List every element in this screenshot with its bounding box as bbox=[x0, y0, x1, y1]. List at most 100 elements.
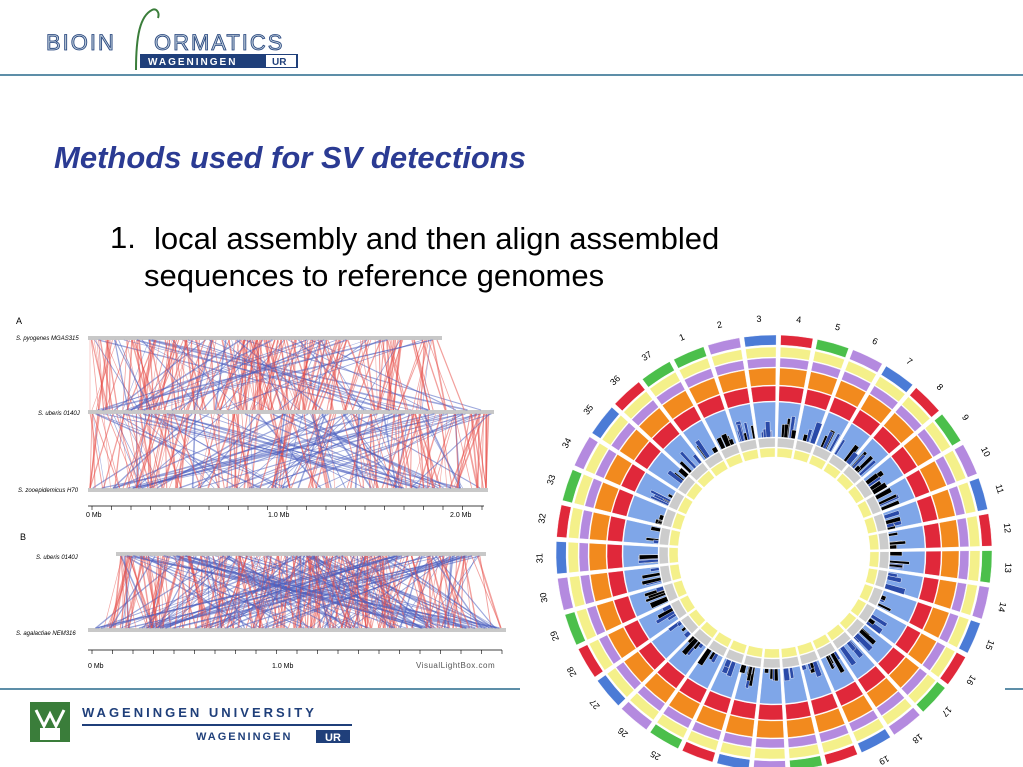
track-bar bbox=[641, 572, 661, 580]
track-gray bbox=[832, 631, 852, 650]
alignment-line bbox=[481, 413, 485, 489]
track-yellow-inner bbox=[796, 641, 815, 656]
track-orange bbox=[644, 672, 676, 704]
track-yellow-outer bbox=[623, 391, 653, 420]
inverted-alignment-line bbox=[216, 339, 423, 411]
track-bar bbox=[694, 439, 711, 459]
track-yellow-inner bbox=[677, 496, 694, 515]
alignment-line bbox=[420, 339, 425, 411]
alignment-line bbox=[369, 555, 391, 629]
track-yellow-outer bbox=[821, 733, 854, 754]
inverted-alignment-line bbox=[447, 555, 452, 629]
inverted-alignment-line bbox=[159, 555, 396, 629]
genome-a1-label: S. pyogenes MGAS315 bbox=[16, 336, 79, 342]
track-yellow-outer bbox=[585, 442, 609, 475]
alignment-line bbox=[135, 413, 161, 489]
figure-watermark: VisualLightBox.com bbox=[416, 661, 495, 670]
track-purple bbox=[810, 361, 842, 379]
inverted-alignment-line bbox=[108, 555, 225, 629]
track-bar bbox=[883, 510, 901, 520]
axis-a-tick-2: 2.0 Mb bbox=[450, 512, 472, 519]
track-yellow-inner bbox=[859, 583, 874, 602]
track-bar bbox=[710, 652, 719, 664]
inverted-alignment-line bbox=[100, 555, 398, 629]
chromosome-ideogram bbox=[597, 674, 626, 706]
track-yellow-outer bbox=[649, 371, 681, 397]
inverted-alignment-line bbox=[251, 413, 492, 489]
track-bar bbox=[858, 459, 877, 477]
track-bar bbox=[783, 423, 789, 438]
alignment-line bbox=[349, 413, 364, 489]
track-orange bbox=[725, 714, 755, 738]
track-gray bbox=[757, 437, 776, 449]
inverted-alignment-line bbox=[272, 413, 428, 489]
alignment-line bbox=[311, 339, 333, 411]
inverted-alignment-line bbox=[102, 413, 452, 489]
track-yellow-outer bbox=[568, 507, 584, 539]
track-yellow-outer bbox=[719, 741, 752, 758]
track-orange bbox=[866, 677, 899, 708]
track-gray bbox=[743, 655, 762, 668]
alignment-line bbox=[161, 413, 187, 489]
chromosome-ideogram bbox=[574, 436, 599, 470]
alignment-line bbox=[120, 555, 137, 629]
chromosome-label: 28 bbox=[565, 665, 579, 679]
track-bar bbox=[889, 540, 906, 546]
alignment-line bbox=[122, 413, 151, 489]
track-bar bbox=[697, 647, 712, 667]
alignment-line bbox=[174, 555, 184, 629]
inverted-alignment-line bbox=[378, 555, 498, 629]
track-purple bbox=[787, 734, 818, 748]
track-bar bbox=[889, 551, 903, 557]
track-red bbox=[606, 543, 623, 570]
track-bar bbox=[638, 554, 659, 560]
alignment-line bbox=[413, 339, 434, 411]
alignment-line bbox=[151, 413, 167, 489]
alignment-line bbox=[239, 555, 253, 629]
track-red bbox=[908, 601, 933, 630]
alignment-line bbox=[220, 339, 237, 411]
alignment-line bbox=[428, 555, 451, 629]
inverted-alignment-line bbox=[166, 413, 461, 489]
inverted-alignment-line bbox=[431, 555, 483, 629]
track-bar bbox=[774, 668, 779, 682]
alignment-line bbox=[307, 339, 328, 411]
track-purple bbox=[922, 641, 946, 671]
chromosome-ideogram bbox=[743, 334, 777, 348]
inverted-alignment-line bbox=[92, 413, 106, 489]
track-orange bbox=[596, 600, 622, 632]
alignment-line bbox=[426, 413, 430, 489]
track-gray bbox=[846, 618, 865, 638]
track-orange bbox=[786, 716, 816, 738]
logo-subtext-badge: UR bbox=[272, 57, 287, 68]
inverted-alignment-line bbox=[121, 555, 133, 629]
track-purple bbox=[637, 685, 666, 712]
alignment-line bbox=[471, 555, 502, 629]
track-orange bbox=[922, 606, 950, 639]
track-purple bbox=[938, 612, 959, 643]
chromosome-label: 25 bbox=[649, 749, 663, 763]
track-gray bbox=[659, 565, 672, 584]
inverted-alignment-line bbox=[381, 555, 490, 629]
circos-plot: 1234567891011121314151617181920212223242… bbox=[534, 314, 1013, 767]
track-gray bbox=[693, 628, 713, 647]
track-purple bbox=[917, 428, 942, 458]
alignment-line bbox=[147, 555, 158, 629]
alignment-line bbox=[228, 339, 243, 411]
alignment-line bbox=[203, 555, 235, 629]
axis-a-tick-1: 1.0 Mb bbox=[268, 512, 290, 519]
track-yellow-outer bbox=[686, 730, 719, 751]
track-orange bbox=[841, 694, 874, 723]
track-bar bbox=[870, 614, 888, 628]
alignment-line bbox=[120, 555, 127, 629]
track-purple bbox=[656, 381, 686, 405]
track-bar bbox=[726, 660, 737, 678]
track-gray bbox=[777, 437, 795, 449]
track-red bbox=[678, 677, 708, 704]
track-gray bbox=[659, 527, 671, 546]
chromosome-ideogram bbox=[642, 361, 675, 388]
chromosome-label: 27 bbox=[588, 697, 602, 711]
axis-b-tick-0: 0 Mb bbox=[88, 663, 104, 670]
track-purple bbox=[848, 710, 879, 732]
alignment-line bbox=[178, 339, 206, 411]
